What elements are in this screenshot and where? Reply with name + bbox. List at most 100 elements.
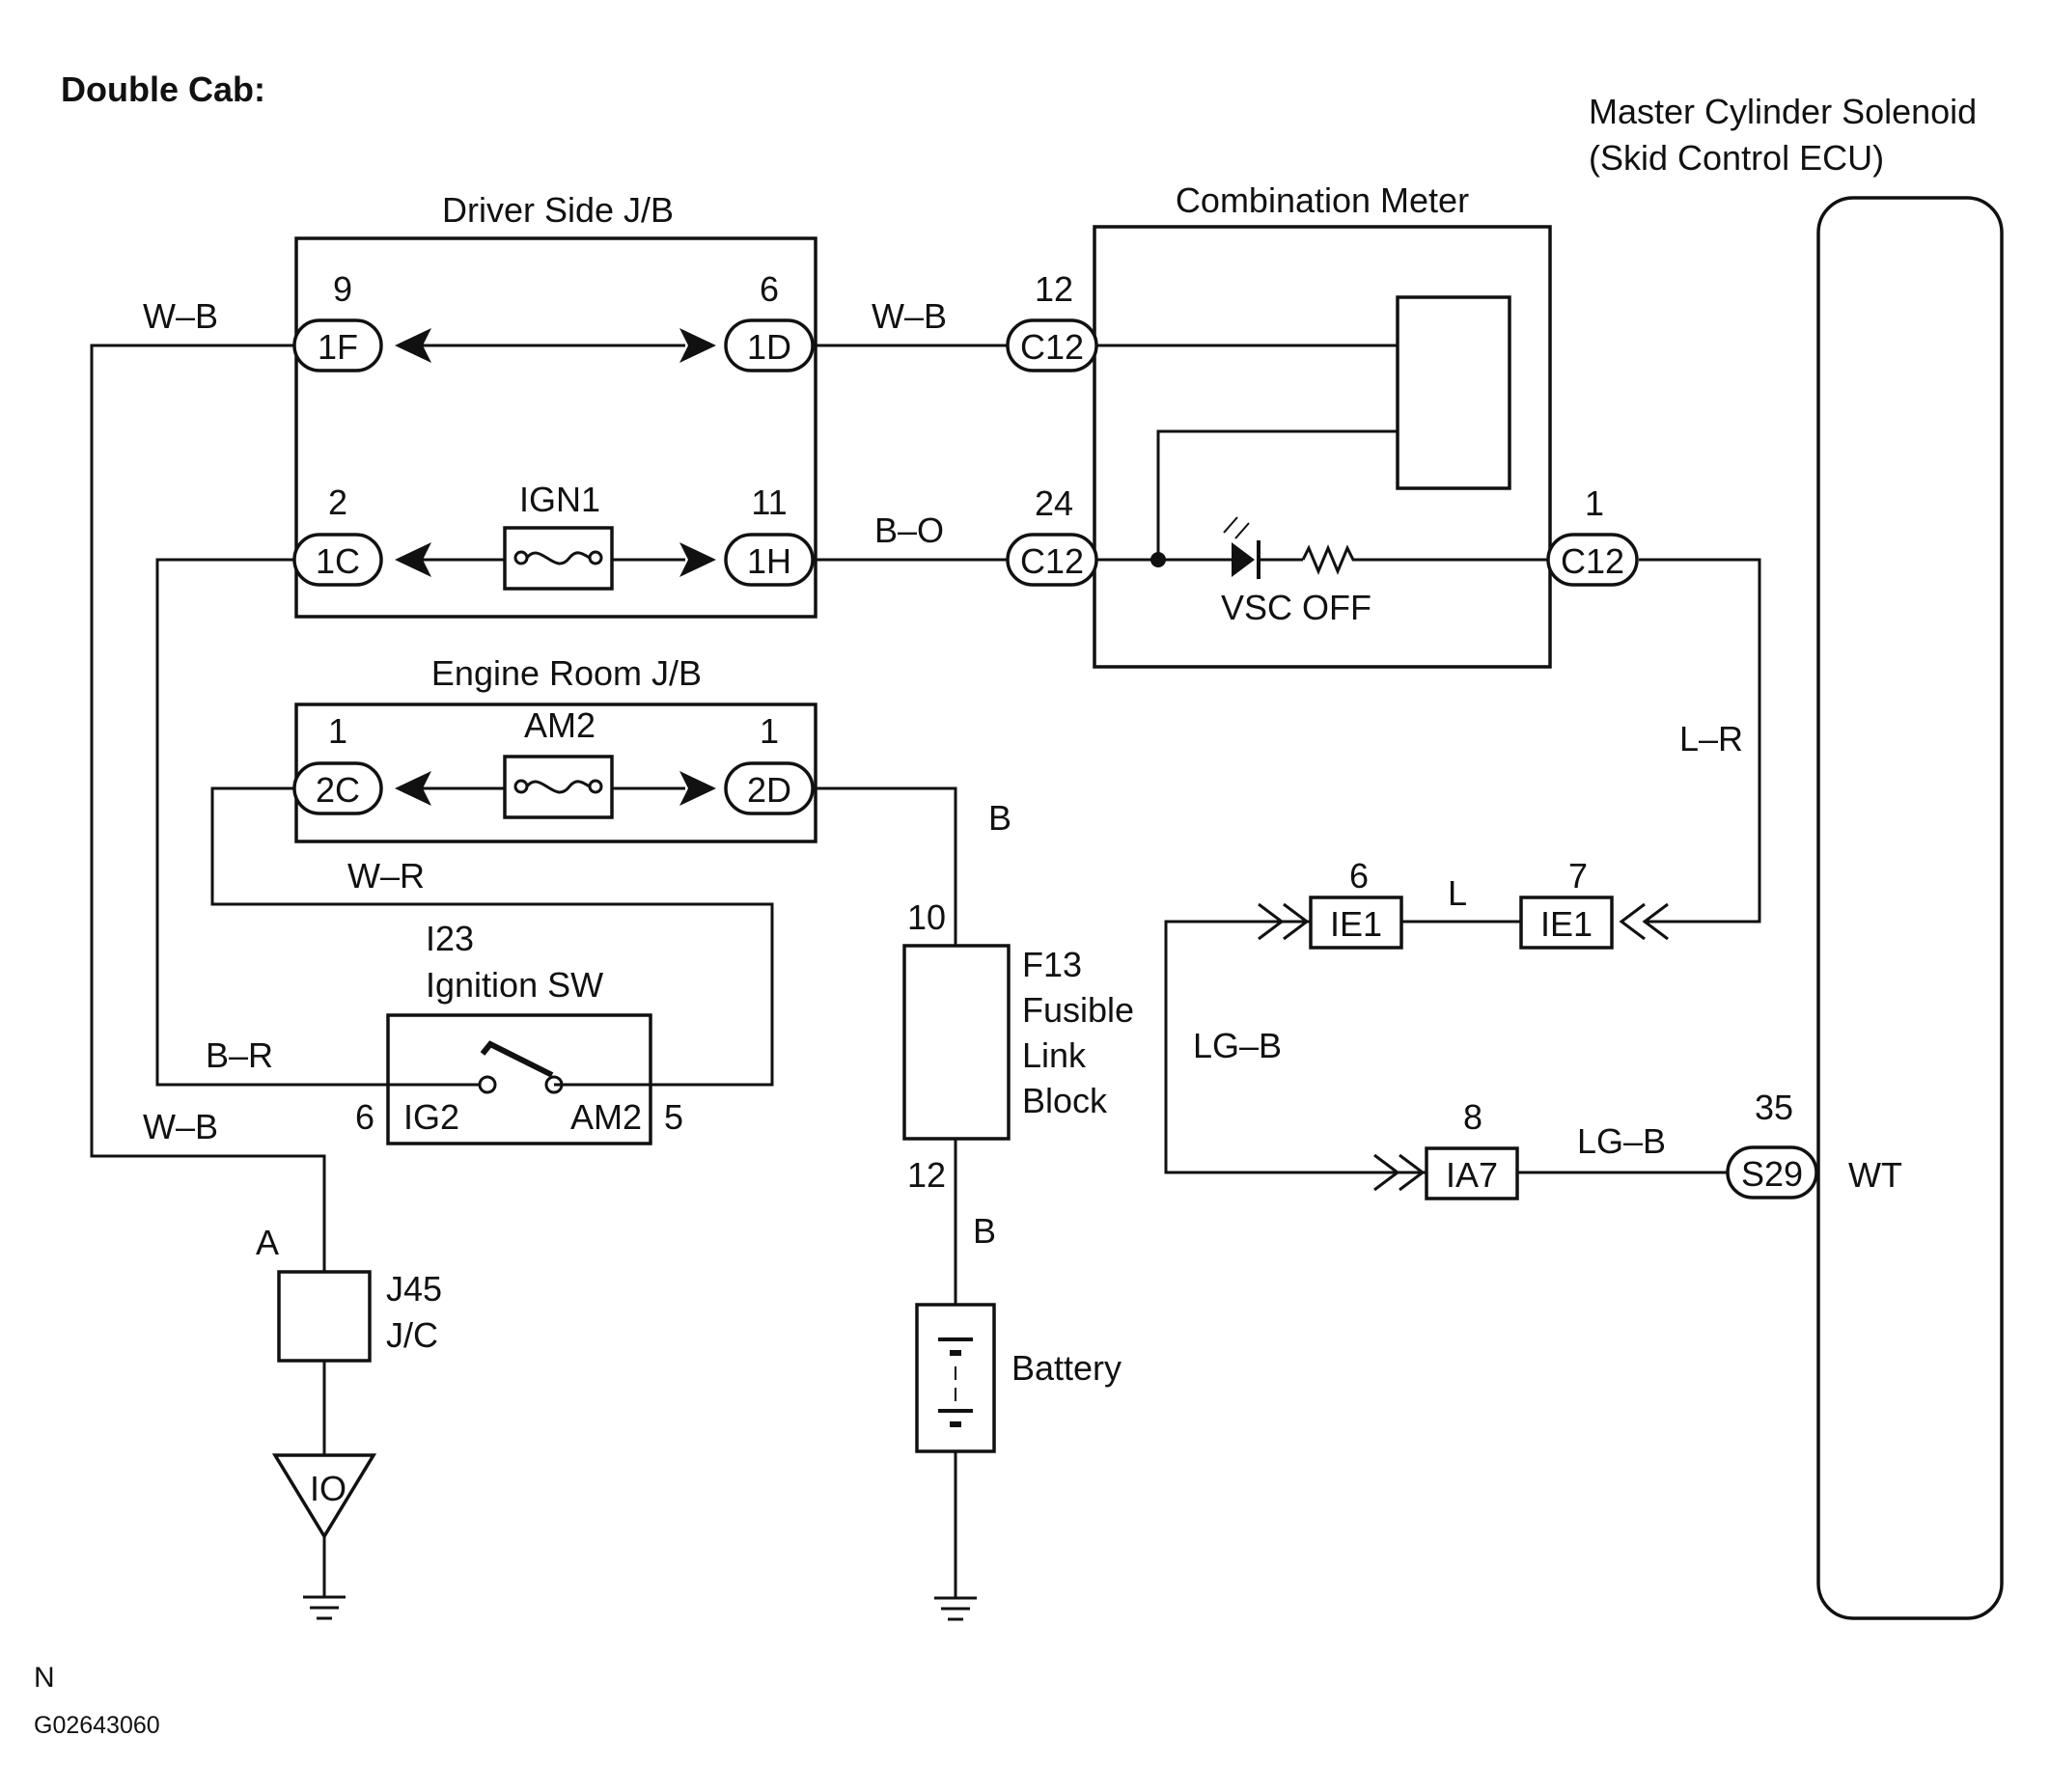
junction-dot: [1150, 552, 1166, 567]
pin-9: 9: [333, 269, 352, 309]
pin-6-sw: 6: [355, 1097, 374, 1137]
pin-24: 24: [1035, 483, 1073, 523]
wire-code-br: B–R: [206, 1035, 273, 1075]
connector-ie1-left-label: IE1: [1330, 904, 1382, 944]
jc-code: J45: [386, 1269, 442, 1309]
pin-10: 10: [907, 897, 946, 937]
footer-code-n: N: [34, 1662, 55, 1694]
battery-label: Battery: [1011, 1348, 1122, 1388]
fusible-label-1: Fusible: [1022, 990, 1134, 1030]
jc-pin-label: A: [256, 1223, 279, 1262]
ecu-label-line1: Master Cylinder Solenoid: [1589, 92, 1977, 131]
ground-icon-battery: [934, 1596, 977, 1621]
connector-1c: [292, 533, 383, 587]
ig2-terminal-label: IG2: [403, 1097, 459, 1137]
ground-icon-io: [271, 1453, 377, 1620]
connector-ie1-right-label: IE1: [1540, 904, 1593, 944]
pin-7-ie1: 7: [1568, 856, 1588, 896]
meter-gauge-block: [1396, 295, 1511, 490]
connector-s29: [1726, 1145, 1818, 1199]
wire-code-wb-1: W–B: [143, 296, 218, 336]
connector-2c: [292, 761, 383, 815]
meter-internal-branch: [1156, 429, 1398, 560]
connector-ia7-label: IA7: [1446, 1155, 1498, 1195]
resistor-icon: [1301, 544, 1359, 575]
wire-lgb-left: [1164, 920, 1427, 1174]
fusible-label-2: Link: [1022, 1035, 1087, 1075]
ign1-fuse: [503, 526, 614, 591]
connector-1f: [292, 318, 383, 372]
connector-c12-top-label: C12: [1020, 327, 1084, 367]
fusible-label-3: Block: [1022, 1081, 1108, 1120]
pin-6: 6: [760, 269, 779, 309]
pin-1-c12: 1: [1585, 483, 1604, 523]
ign1-label: IGN1: [519, 480, 600, 519]
jc-label: J/C: [386, 1315, 438, 1355]
combo-meter-label: Combination Meter: [1176, 180, 1469, 220]
pin-11: 11: [751, 482, 787, 522]
pin-6-ie1: 6: [1349, 856, 1369, 896]
ignition-sw-label: Ignition SW: [426, 965, 603, 1005]
wire-code-lr: L–R: [1679, 719, 1743, 758]
wire-code-lgb-2: LG–B: [1577, 1121, 1666, 1161]
ecu-label-line2: (Skid Control ECU): [1589, 138, 1884, 178]
footer-figure-id: G02643060: [34, 1712, 160, 1739]
ie1-ia7-chevrons: [1258, 902, 1669, 1192]
skid-control-ecu: [1816, 196, 2004, 1620]
pin-5-sw: 5: [664, 1097, 683, 1137]
wire-code-b-2: B: [973, 1211, 996, 1251]
pin-1-2c: 1: [328, 711, 347, 751]
am2-terminal-label: AM2: [570, 1097, 642, 1137]
connector-2d: [724, 761, 815, 815]
wire-code-lgb-1: LG–B: [1193, 1026, 1282, 1065]
connector-arrows: [395, 328, 716, 806]
fusible-link-block: [902, 944, 1011, 1141]
fusible-code: F13: [1022, 945, 1082, 984]
wire-b-upper: [816, 786, 957, 946]
connector-1d: [724, 318, 815, 372]
am2-fuse-label: AM2: [524, 705, 596, 745]
connector-2d-label: 2D: [747, 770, 791, 810]
engine-jb-label: Engine Room J/B: [431, 653, 702, 693]
wire-code-b-1: B: [988, 798, 1011, 838]
pin-12: 12: [1035, 269, 1073, 309]
connector-c12-top: [1006, 318, 1098, 372]
connector-s29-label: S29: [1741, 1154, 1803, 1194]
ground-io-label: IO: [310, 1469, 346, 1508]
junction-connector-j45: [277, 1270, 372, 1363]
vsc-off-label: VSC OFF: [1221, 588, 1371, 627]
pin-12-f13: 12: [907, 1155, 946, 1195]
pin-35: 35: [1755, 1088, 1793, 1127]
connector-ie1-right: [1519, 896, 1614, 950]
switch-lever: [480, 1040, 554, 1078]
wire-wr: [210, 786, 774, 1087]
connector-ia7: [1425, 1146, 1519, 1200]
wire-code-bo: B–O: [874, 510, 944, 550]
wire-code-l: L: [1448, 873, 1467, 913]
am2-fuse: [503, 755, 614, 819]
pin-1-2d: 1: [760, 711, 779, 751]
pin-8-ia7: 8: [1463, 1097, 1482, 1137]
connector-ie1-left: [1309, 896, 1403, 950]
wire-code-wb-3: W–B: [143, 1107, 218, 1146]
ig2-contact: [478, 1075, 497, 1094]
connector-c12-right: [1546, 533, 1639, 587]
wire-br: [155, 558, 487, 1087]
connector-1h: [724, 533, 815, 587]
wire-wb-left: [90, 344, 326, 1272]
vsc-off-led-icon: [1223, 516, 1260, 579]
connector-2c-label: 2C: [316, 770, 360, 810]
connector-1c-label: 1C: [316, 541, 360, 581]
connector-c12-mid-label: C12: [1020, 541, 1084, 581]
battery-cells-icon: [938, 1337, 973, 1427]
connector-1f-label: 1F: [318, 327, 358, 367]
wt-terminal-label: WT: [1848, 1155, 1902, 1195]
connector-c12-mid: [1006, 533, 1098, 587]
ignition-switch: [386, 1013, 652, 1145]
driver-jb-label: Driver Side J/B: [442, 190, 674, 230]
pin-2: 2: [328, 482, 347, 522]
connector-1d-label: 1D: [747, 327, 791, 367]
page-title: Double Cab:: [61, 69, 265, 109]
wire-code-wb-2: W–B: [872, 296, 947, 336]
